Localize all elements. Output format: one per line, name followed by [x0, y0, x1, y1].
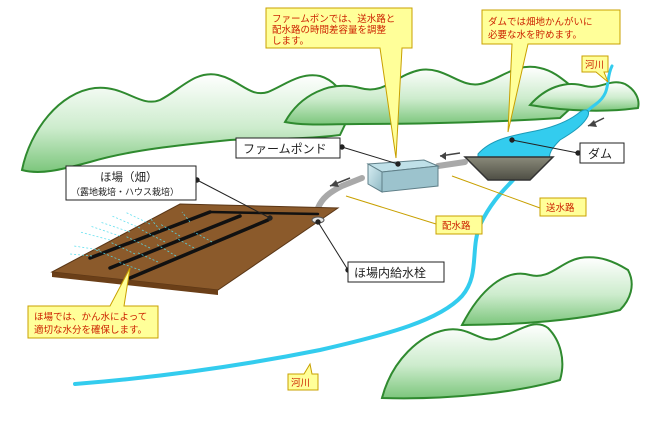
- farm-pond-note-line2: 配水路の時間差容量を調整: [272, 24, 387, 36]
- distribution-channel-label: 配水路: [442, 220, 471, 232]
- field-note-callout: ほ場では、かん水によって 適切な水分を確保します。: [27, 267, 159, 339]
- distribution-callout: 配水路: [345, 195, 483, 235]
- mountain-lower-right-back: [460, 256, 633, 327]
- field-plot: [50, 203, 340, 291]
- farm-pond-label: ファームポンド: [243, 142, 327, 156]
- dam-structure: [463, 156, 555, 181]
- field-note-line1: ほ場では、かん水によって: [34, 311, 147, 323]
- river-bottom-label: 河川: [291, 377, 310, 389]
- sprinkler-spray: [69, 211, 213, 271]
- mountain-left: [20, 73, 354, 173]
- field-title: ほ場（畑）: [100, 170, 158, 184]
- farm-pond-tank: [366, 159, 440, 193]
- dam-note-line2: 必要な水を貯めます。: [488, 29, 582, 41]
- farm-pond-note-line1: ファームポンでは、送水路と: [272, 13, 395, 25]
- dam-note-line1: ダムでは畑地かんがいに: [488, 16, 593, 28]
- field-label-box: ほ場（畑） （露地栽培・ハウス栽培）: [65, 165, 197, 201]
- river-bottom-callout: 河川: [287, 362, 319, 391]
- transmission-pipe: [435, 159, 468, 169]
- transmission-callout: 送水路: [451, 175, 587, 217]
- dam-label-box: ダム: [579, 142, 625, 164]
- farm-pond-label-box: ファームポンド: [235, 137, 341, 159]
- pipes: [315, 159, 468, 211]
- field: [50, 203, 340, 295]
- hydrant-label-box: ほ場内給水栓: [347, 261, 445, 283]
- transmission-channel-label: 送水路: [546, 202, 575, 214]
- flow-arrows: [329, 117, 605, 187]
- sprinkler-lines: [88, 210, 320, 280]
- mountains: [20, 65, 640, 400]
- dam-label: ダム: [588, 146, 612, 161]
- leader-lines: [194, 137, 581, 273]
- river-top-label: 河川: [585, 59, 604, 71]
- mountain-lower-right-front: [380, 323, 564, 400]
- reservoir-water: [477, 109, 589, 161]
- farm-pond-note-line3: します。: [272, 36, 309, 47]
- hydrant-label: ほ場内給水栓: [354, 265, 426, 280]
- mountain-right: [528, 81, 640, 112]
- field-subtitle: （露地栽培・ハウス栽培）: [71, 186, 179, 198]
- distribution-pipe: [315, 175, 365, 211]
- field-note-line2: 適切な水分を確保します。: [34, 324, 147, 336]
- river-top-callout: 河川: [581, 55, 609, 83]
- dam-callout: ダムでは畑地かんがいに 必要な水を貯めます。: [481, 9, 621, 133]
- farm-pond-callout: ファームポンでは、送水路と 配水路の時間差容量を調整 します。: [265, 7, 413, 159]
